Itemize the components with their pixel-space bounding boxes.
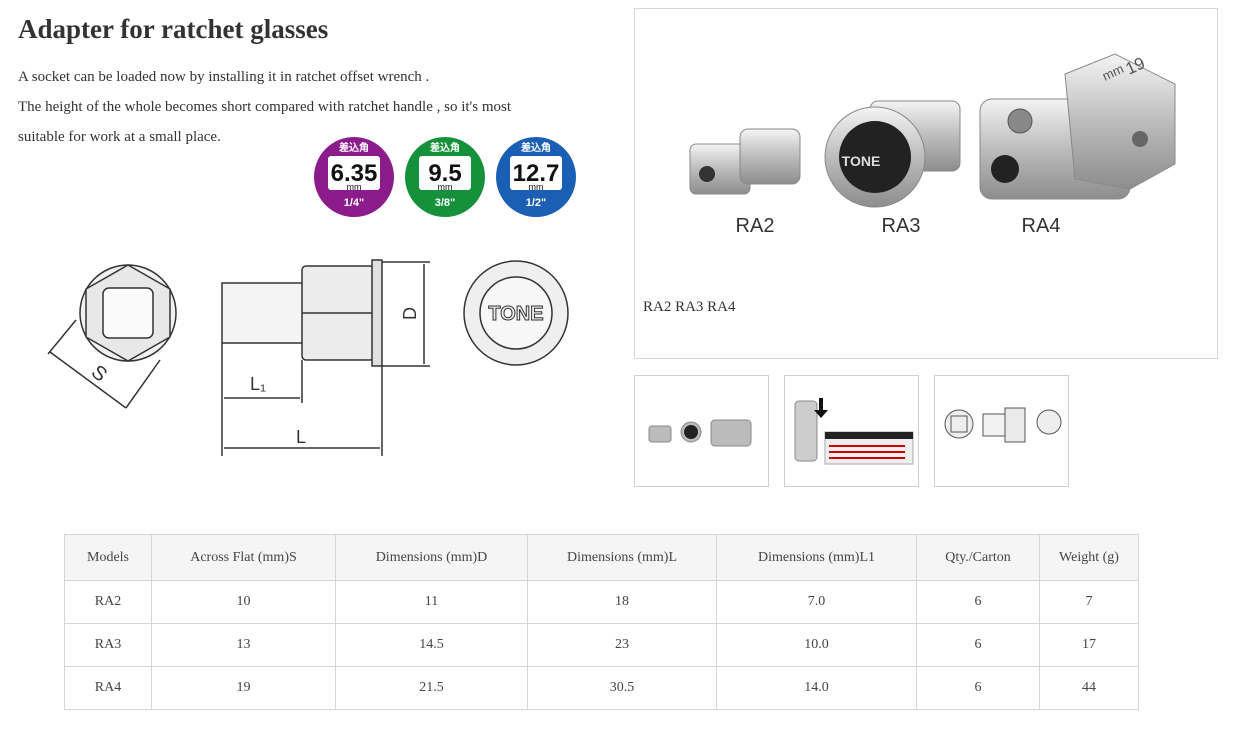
badge-unit: mm	[347, 182, 362, 192]
badge-top-text: 差込角	[521, 141, 551, 154]
cell-weight: 17	[1039, 623, 1139, 667]
badge-unit: mm	[438, 182, 453, 192]
description-line: suitable for work at a small place.	[18, 129, 221, 145]
product-photo: TONE mm 19 RA2 RA3 RA4	[689, 53, 1176, 237]
product-description: A socket can be loaded now by installing…	[18, 62, 618, 152]
cell-qty-carton: 6	[916, 666, 1040, 710]
cell-dimension-d: 14.5	[335, 623, 528, 667]
drive-size-badges: 差込角 6.35 mm 1/4" 差込角 9.5 mm 3/8" 差込角 12.…	[314, 137, 576, 217]
badge-size: 12.7	[513, 160, 560, 187]
dim-label-l1: L₁	[250, 374, 266, 394]
photo-brand-mark: TONE	[842, 153, 881, 169]
product-label-ra4: RA4	[1022, 215, 1061, 237]
cell-weight: 7	[1039, 580, 1139, 624]
drive-badge-6-35: 差込角 6.35 mm 1/4"	[314, 137, 394, 217]
drive-badge-9-5: 差込角 9.5 mm 3/8"	[405, 137, 485, 217]
badge-top-text: 差込角	[339, 141, 369, 154]
badge-size: 6.35	[331, 160, 378, 187]
cell-model: RA2	[64, 580, 152, 624]
cell-across-flat: 10	[151, 580, 336, 624]
thumbnail-products[interactable]	[634, 375, 769, 487]
badge-unit: mm	[529, 182, 544, 192]
cell-across-flat: 13	[151, 623, 336, 667]
cell-dimension-d: 21.5	[335, 666, 528, 710]
cell-dimension-l1: 14.0	[716, 666, 917, 710]
description-line: A socket can be loaded now by installing…	[18, 69, 430, 85]
description-line: The height of the whole becomes short co…	[18, 99, 511, 115]
badge-inch: 1/2"	[526, 197, 547, 209]
cell-dimension-l: 30.5	[527, 666, 717, 710]
specification-table: Models Across Flat (mm)S Dimensions (mm)…	[64, 534, 1139, 710]
col-header-dimension-l: Dimensions (mm)L	[527, 534, 717, 581]
col-header-across-flat: Across Flat (mm)S	[151, 534, 336, 581]
badge-size: 9.5	[428, 160, 461, 187]
cell-dimension-l1: 10.0	[716, 623, 917, 667]
cell-dimension-l1: 7.0	[716, 580, 917, 624]
drive-badge-12-7: 差込角 12.7 mm 1/2"	[496, 137, 576, 217]
product-ra3-image: TONE	[824, 100, 961, 208]
badge-inch: 3/8"	[435, 197, 456, 209]
top-view-brand	[463, 260, 569, 366]
cell-qty-carton: 6	[916, 623, 1040, 667]
thumbnail-usage-chart[interactable]	[784, 375, 919, 487]
col-header-weight: Weight (g)	[1039, 534, 1139, 581]
col-header-models: Models	[64, 534, 152, 581]
cell-dimension-d: 11	[335, 580, 528, 624]
dim-label-l: L	[296, 427, 306, 447]
page-title: Adapter for ratchet glasses	[18, 14, 329, 44]
cell-model: RA4	[64, 666, 152, 710]
col-header-dimension-l1: Dimensions (mm)L1	[716, 534, 917, 581]
table-row: RA2 10 11 18 7.0 6 7	[64, 580, 1139, 624]
image-caption: RA2 RA3 RA4	[643, 299, 736, 315]
dim-label-d: D	[400, 307, 420, 320]
cell-across-flat: 19	[151, 666, 336, 710]
table-header-row: Models Across Flat (mm)S Dimensions (mm)…	[64, 534, 1139, 581]
side-view	[221, 259, 430, 456]
cell-weight: 44	[1039, 666, 1139, 710]
cell-qty-carton: 6	[916, 580, 1040, 624]
dimension-diagram: S D L₁ L TONE	[47, 259, 569, 456]
main-product-image: TONE mm 19 RA2 RA3 RA4 RA2 RA3 RA4	[634, 8, 1218, 359]
table-row: RA4 19 21.5 30.5 14.0 6 44	[64, 666, 1139, 710]
col-header-qty-carton: Qty./Carton	[916, 534, 1040, 581]
thumbnail-diagram[interactable]	[934, 375, 1069, 487]
col-header-dimension-d: Dimensions (mm)D	[335, 534, 528, 581]
cell-dimension-l: 18	[527, 580, 717, 624]
cell-model: RA3	[64, 623, 152, 667]
end-view-hex	[47, 264, 177, 409]
product-label-ra2: RA2	[736, 215, 775, 237]
product-ra2-image	[689, 128, 801, 195]
product-label-ra3: RA3	[882, 215, 921, 237]
brand-mark: TONE	[488, 303, 543, 325]
cell-dimension-l: 23	[527, 623, 717, 667]
badge-top-text: 差込角	[430, 141, 460, 154]
product-ra4-image: mm 19	[979, 53, 1176, 200]
badge-inch: 1/4"	[344, 197, 365, 209]
table-row: RA3 13 14.5 23 10.0 6 17	[64, 623, 1139, 667]
